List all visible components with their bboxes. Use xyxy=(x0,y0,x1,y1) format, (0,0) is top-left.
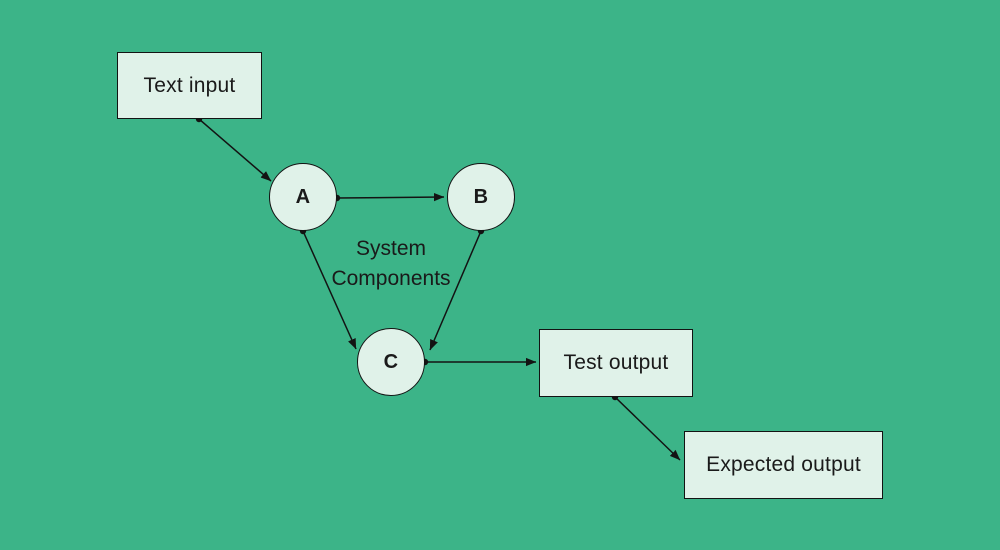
node-expected-output: Expected output xyxy=(684,431,883,499)
node-label: Expected output xyxy=(706,453,861,476)
node-node-c: C xyxy=(357,328,425,396)
edge-text-input-to-node-a xyxy=(198,118,272,182)
node-label: C xyxy=(383,350,399,373)
node-label: Text input xyxy=(143,73,236,97)
annotation-line: System xyxy=(355,237,427,260)
node-test-output: Test output xyxy=(539,329,693,397)
edge-node-a-to-node-b xyxy=(336,192,445,202)
node-node-b: B xyxy=(447,163,515,231)
node-label: B xyxy=(473,185,489,208)
node-label: Test output xyxy=(563,351,669,374)
node-node-a: A xyxy=(269,163,337,231)
node-text-input: Text input xyxy=(117,52,262,119)
edge-test-output-to-expected-output xyxy=(614,396,681,461)
node-label: A xyxy=(295,185,311,208)
annotation-line: Components xyxy=(331,267,451,290)
